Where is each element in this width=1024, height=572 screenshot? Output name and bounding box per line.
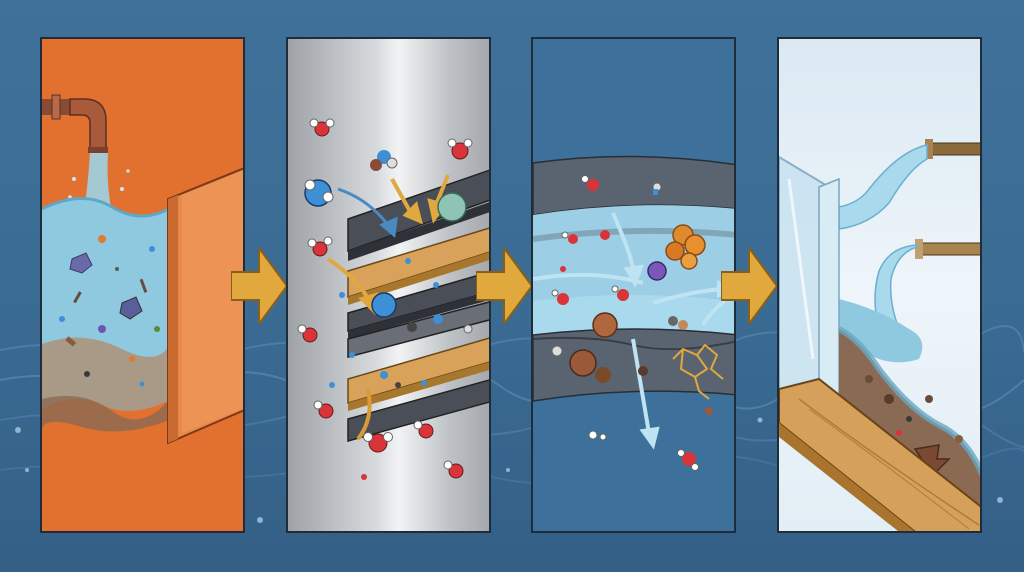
faucet-icon bbox=[42, 94, 108, 153]
flow-arrow-icon bbox=[337, 187, 398, 238]
pipe-icon bbox=[915, 139, 980, 259]
clean-water-icon bbox=[838, 144, 928, 363]
contaminated-water-icon bbox=[42, 197, 173, 432]
crystal-structure-icon bbox=[672, 343, 724, 415]
filter-icon bbox=[167, 167, 243, 445]
debris-icon bbox=[59, 235, 160, 387]
step-4-panel bbox=[777, 37, 982, 533]
flow-arrow-icon bbox=[326, 174, 450, 441]
wooden-plank-icon bbox=[779, 377, 980, 531]
particle-icon bbox=[551, 175, 706, 471]
arrow-right-icon bbox=[721, 248, 777, 324]
step-2-panel bbox=[286, 37, 491, 533]
step-3-panel bbox=[531, 37, 736, 533]
particle-icon bbox=[304, 150, 473, 388]
step-1-panel bbox=[40, 37, 245, 533]
arrow-right-icon bbox=[476, 248, 532, 324]
water-molecule-icon bbox=[297, 118, 473, 480]
arrow-right-icon bbox=[231, 248, 287, 324]
membrane-layers-icon bbox=[347, 169, 489, 442]
glass-pane-icon bbox=[779, 155, 840, 423]
